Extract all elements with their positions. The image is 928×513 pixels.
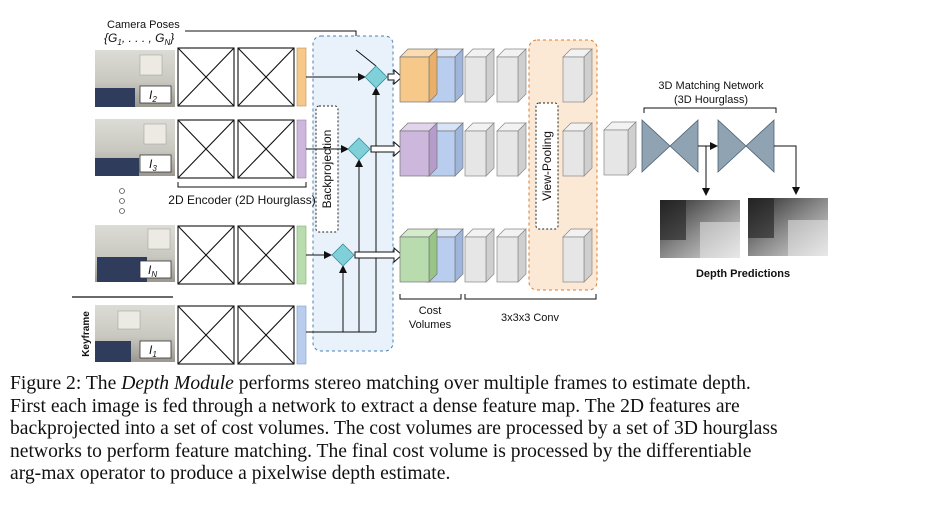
feature-map-i2 (296, 47, 307, 107)
cost-volume-row-3 (399, 228, 464, 283)
caption-line-3: backprojected into a set of cost volumes… (10, 418, 778, 440)
image-label: I3 (149, 157, 157, 173)
encoder-hourglass (177, 47, 295, 107)
backprojection-connections (306, 49, 380, 333)
frame-row-i2: I2 (95, 47, 307, 107)
camera-poses-set: {G1, . . . , GN} (104, 31, 174, 47)
encoder-hourglass (177, 119, 295, 179)
caption-text: performs stereo matching over multiple f… (238, 373, 751, 394)
image-sofa (95, 158, 139, 176)
image-label: I2 (149, 88, 157, 104)
hourglass-3d-2 (717, 119, 775, 173)
caption-line-4: networks to perform feature matching. Th… (10, 440, 752, 462)
pooled-cube (603, 121, 637, 176)
hollow-arrows (354, 68, 403, 264)
camera-poses-label: Camera Poses (107, 19, 180, 31)
conv-cube (464, 122, 495, 177)
conv-cube (496, 48, 527, 103)
image-sofa (97, 257, 147, 282)
image-sofa (95, 341, 131, 362)
depth-prediction-1 (660, 200, 740, 258)
view-pooling-label: View-Pooling (540, 131, 554, 201)
caption-line-5: arg-max operator to produce a pixelwise … (10, 463, 451, 485)
caption-line-2: First each image is fed through a networ… (10, 395, 740, 417)
conv-brace (464, 294, 597, 300)
hollow-arrow (370, 140, 403, 158)
cost-volume-row-1 (399, 48, 464, 103)
conv-cube (562, 228, 593, 283)
image-window (147, 228, 171, 250)
feature-map-in (296, 225, 307, 285)
warp-diamonds (331, 65, 388, 267)
caption-fig-label: Figure 2: (10, 373, 82, 394)
caption-italic-term: Depth Module (121, 373, 234, 394)
image-label-box (139, 85, 172, 104)
feature-map-i1 (296, 305, 307, 365)
conv-cube (496, 122, 527, 177)
conv-cube (562, 122, 593, 177)
image-window (117, 310, 141, 330)
depth-predictions-label: Depth Predictions (696, 268, 790, 280)
conv-cube (464, 48, 495, 103)
encoder-hourglass (177, 225, 295, 285)
image-label: IN (148, 263, 157, 279)
backprojection-label-box (315, 105, 339, 233)
frame-row-in: IN (95, 225, 307, 285)
cost-volumes-label-2: Volumes (409, 319, 452, 331)
matching-network-brace (643, 107, 777, 113)
backprojection-label: Backprojection (320, 130, 334, 209)
frame-row-i1: I1 (95, 305, 307, 365)
conv-cube (464, 228, 495, 283)
caption-text: The (85, 373, 117, 394)
frame-row-i3: I3 (95, 119, 307, 179)
encoder-hourglass (177, 305, 295, 365)
cube-orange (399, 48, 438, 103)
cube-green (399, 228, 438, 283)
keyframe-label: Keyframe (81, 311, 92, 357)
encoder-label: 2D Encoder (2D Hourglass) (168, 193, 315, 207)
matching-network-label-2: (3D Hourglass) (674, 94, 748, 106)
figure-diagram: Camera Poses {G1, . . . , GN} Backprojec… (72, 19, 828, 365)
image-label: I1 (149, 343, 157, 359)
image-window (139, 54, 163, 76)
hourglass-3d-1 (641, 119, 699, 173)
view-pooling-label-box (535, 102, 559, 230)
image-sofa (95, 88, 135, 107)
conv-label: 3x3x3 Conv (501, 312, 560, 324)
matching-network-arrows (698, 142, 800, 196)
image-label-box (139, 154, 172, 173)
image-window (143, 123, 167, 145)
encoder-brace (177, 182, 307, 188)
hollow-arrow (387, 68, 403, 86)
depth-prediction-2 (748, 198, 828, 256)
cube-purple (399, 122, 438, 177)
cost-volume-row-2 (399, 122, 464, 177)
cost-volumes-brace (399, 294, 462, 300)
warp-diamond (364, 65, 388, 89)
figure-caption: Figure 2: The Depth Module performs ster… (10, 373, 915, 486)
conv-cube (496, 228, 527, 283)
image-label-box (139, 340, 172, 359)
warp-diamond (347, 137, 371, 161)
ellipsis-dots (119, 188, 125, 214)
conv-cube (562, 48, 593, 103)
image-label-box (139, 260, 172, 279)
hollow-arrow (354, 246, 403, 264)
feature-map-i3 (296, 119, 307, 179)
warp-diamond (331, 243, 355, 267)
caption-line-1: Figure 2: The Depth Module performs ster… (10, 373, 915, 396)
conv-cubes (464, 48, 637, 283)
cost-volumes-label-1: Cost (419, 305, 442, 317)
matching-network-label-1: 3D Matching Network (658, 80, 764, 92)
